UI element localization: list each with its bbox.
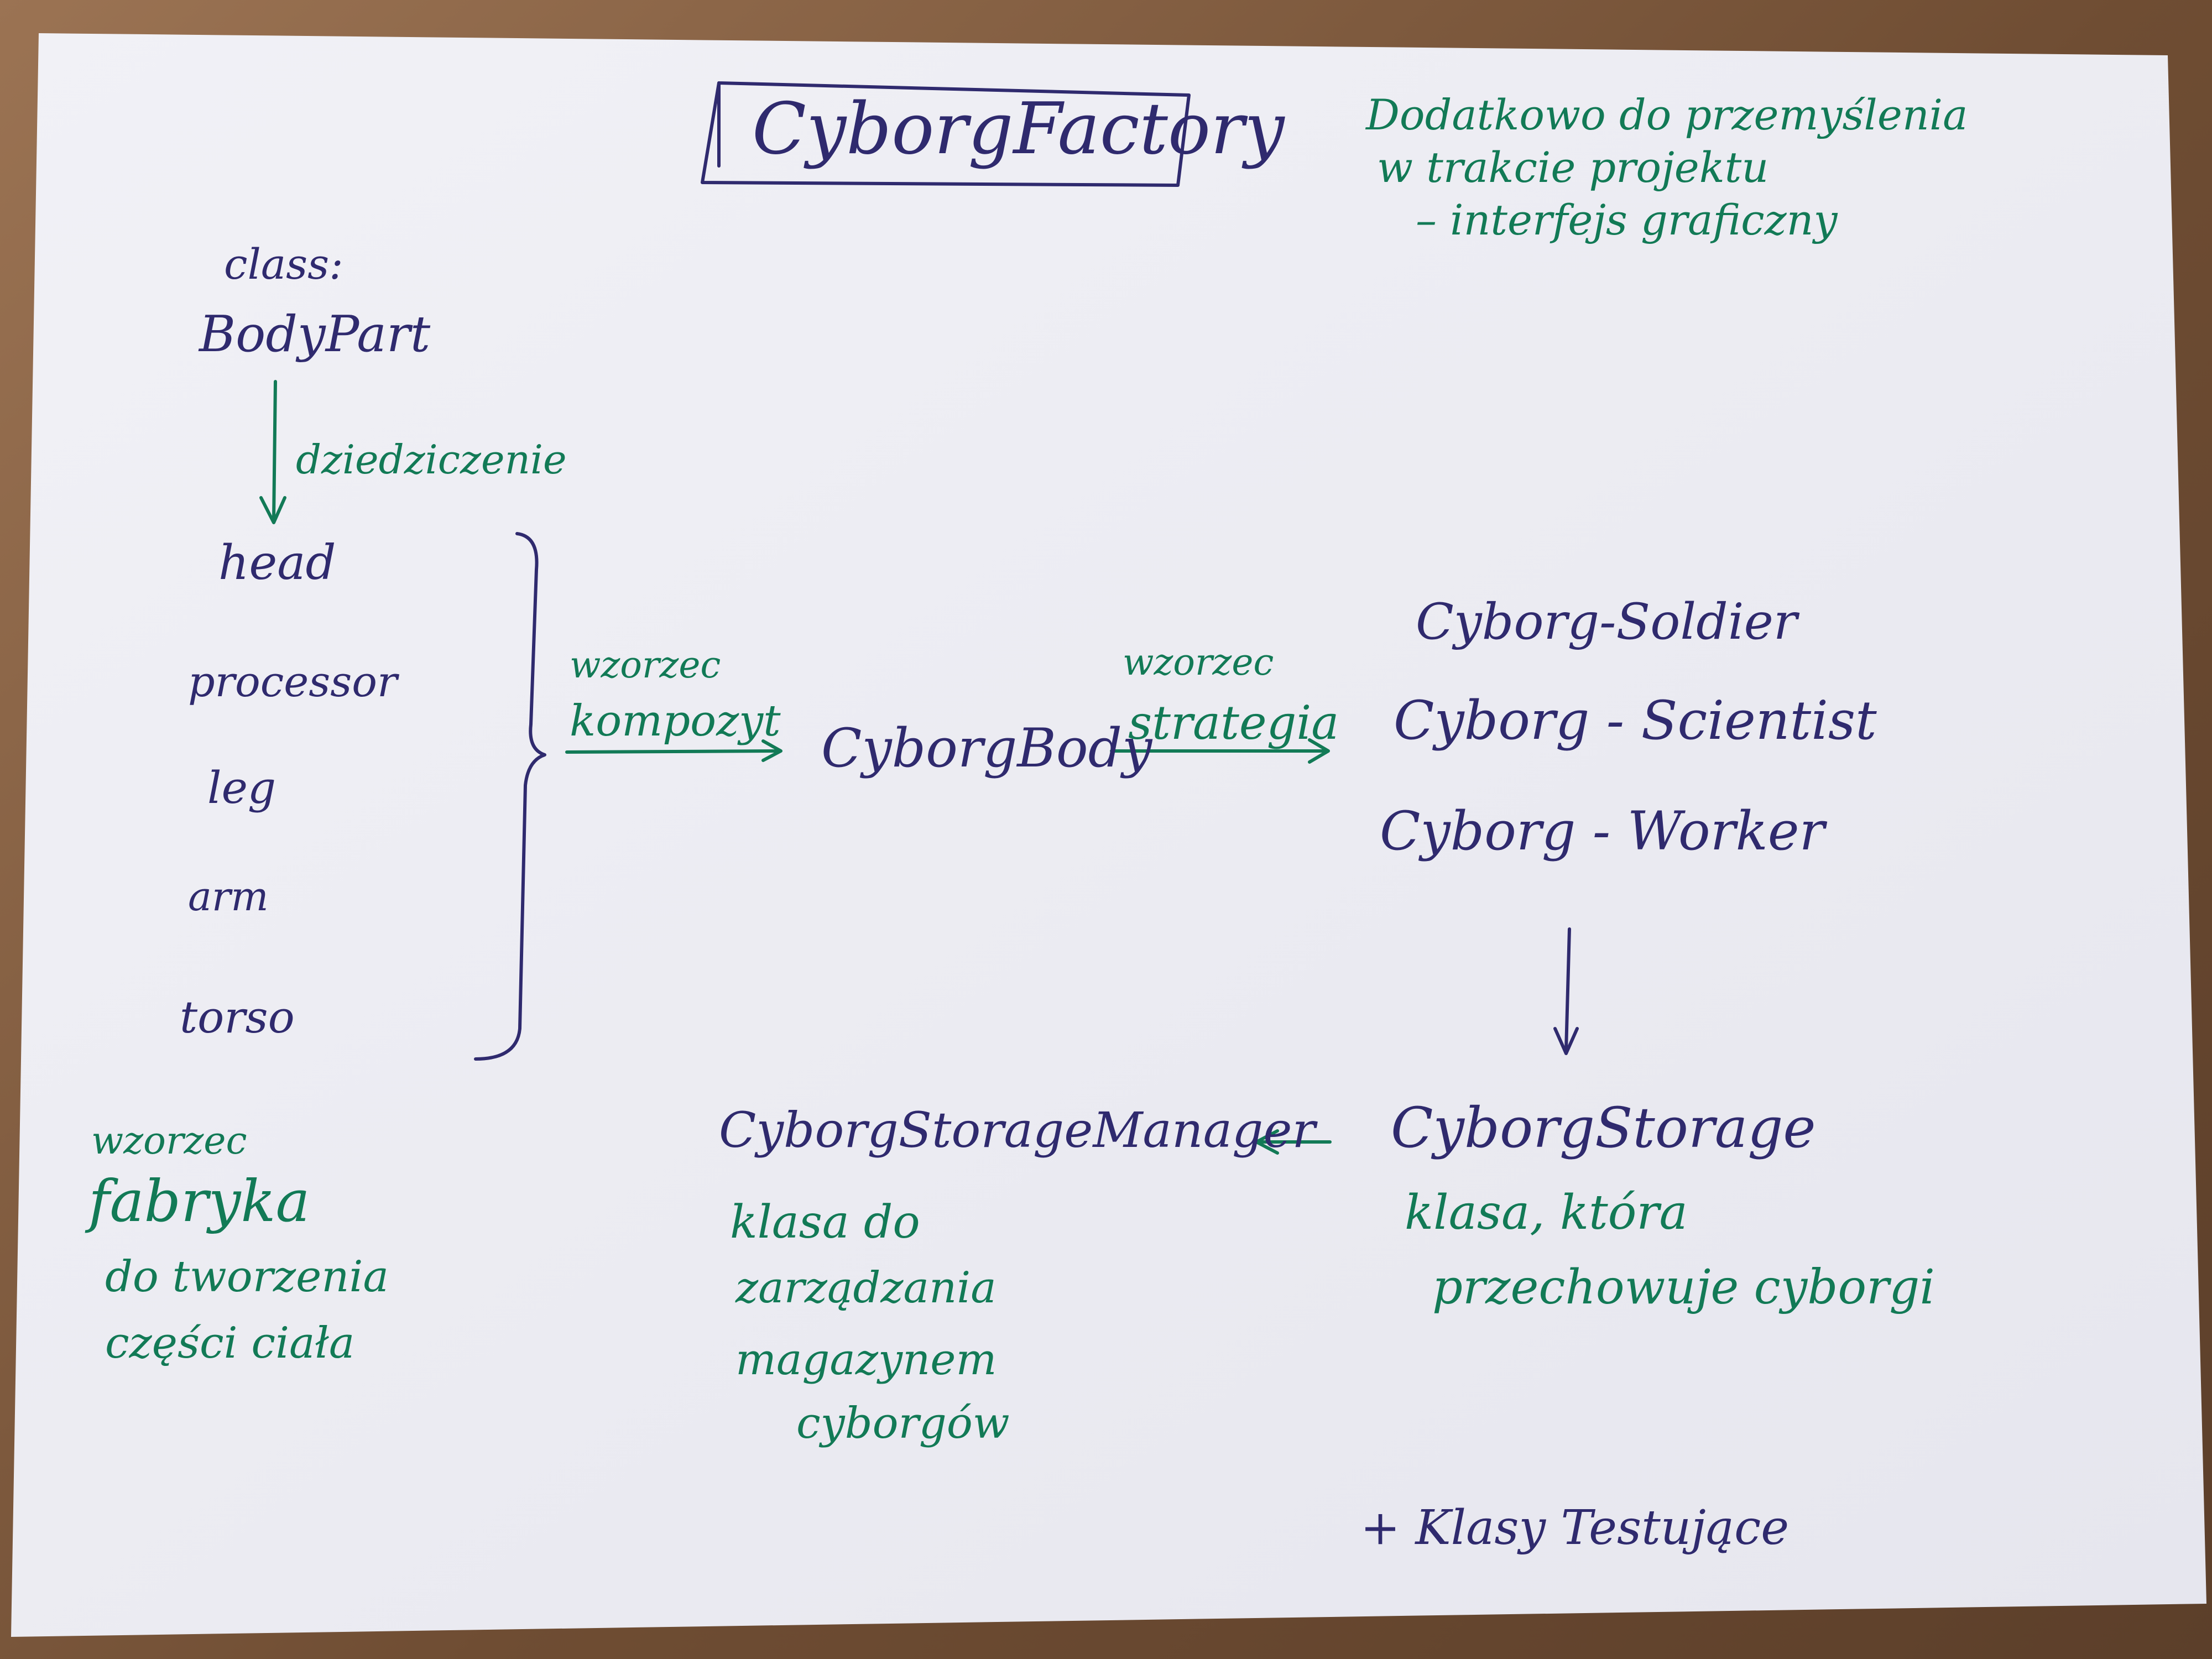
storage-name: CyborgStorage xyxy=(1391,1095,1816,1160)
part-head: head xyxy=(218,535,336,591)
class-label: class: xyxy=(224,239,343,289)
factory-note-line4: części ciała xyxy=(105,1318,355,1368)
title-box xyxy=(701,81,1191,187)
part-torso: torso xyxy=(180,992,295,1043)
storage-manager-desc1: klasa do xyxy=(730,1196,920,1249)
test-classes-note: + Klasy Testujące xyxy=(1360,1500,1790,1556)
inheritance-label: dziedziczenie xyxy=(296,436,567,483)
cyborg-type-worker: Cyborg - Worker xyxy=(1380,800,1825,862)
storage-manager-desc3: magazynem xyxy=(735,1335,997,1385)
factory-note-line2: fabryka xyxy=(88,1167,310,1235)
composite-pattern-line2: kompozyt xyxy=(570,696,781,746)
note-line-2: w trakcie projektu xyxy=(1377,143,1769,192)
strategy-pattern-line1: wzorzec xyxy=(1123,641,1274,684)
manager-left-arrow xyxy=(1255,1129,1332,1155)
strategy-arrow xyxy=(1110,738,1330,764)
cyborg-type-soldier: Cyborg-Soldier xyxy=(1416,593,1797,651)
storage-down-arrow xyxy=(1553,927,1579,1055)
composite-arrow xyxy=(565,739,782,762)
storage-desc1: klasa, która xyxy=(1405,1185,1688,1240)
base-class-name: BodyPart xyxy=(199,305,431,363)
part-leg: leg xyxy=(207,762,276,813)
page-title: CyborgFactory xyxy=(752,88,1285,170)
factory-note-line1: wzorzec xyxy=(91,1119,247,1163)
cyborg-body: CyborgBody xyxy=(821,717,1152,779)
strategy-pattern-line2: strategia xyxy=(1128,696,1339,750)
storage-desc2: przechowuje cyborgi xyxy=(1432,1260,1935,1315)
cyborg-type-scientist: Cyborg - Scientist xyxy=(1394,690,1877,752)
factory-note-line3: do tworzenia xyxy=(105,1252,389,1302)
part-arm: arm xyxy=(188,873,269,920)
parts-brace xyxy=(474,532,546,1061)
storage-manager-desc2: zarządzania xyxy=(735,1263,997,1313)
inheritance-arrow xyxy=(259,380,286,524)
note-line-1: Dodatkowo do przemyślenia xyxy=(1366,90,1968,139)
part-processor: processor xyxy=(188,657,398,706)
storage-manager-name: CyborgStorageManager xyxy=(719,1102,1316,1159)
note-line-3: – interfejs graficzny xyxy=(1416,195,1838,244)
composite-pattern-line1: wzorzec xyxy=(570,644,721,686)
storage-manager-desc4: cyborgów xyxy=(796,1399,1010,1448)
